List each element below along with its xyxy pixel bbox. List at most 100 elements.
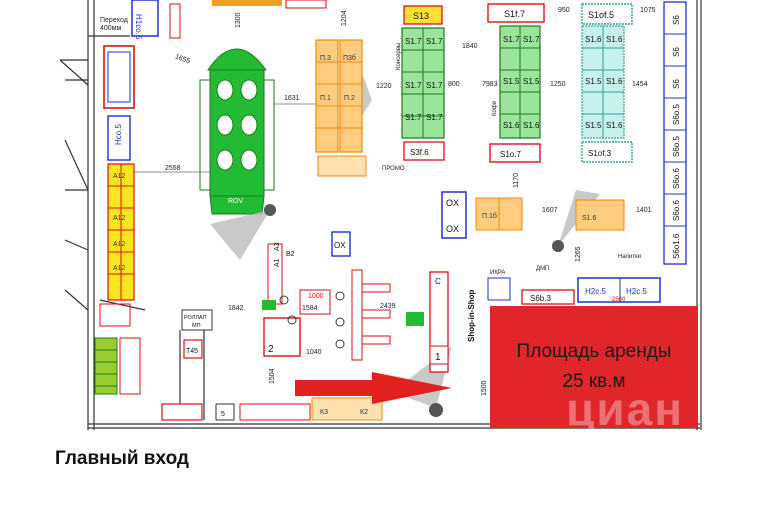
walls: [59, 0, 702, 430]
k3k2-strip: [311, 397, 383, 421]
rov-label: ROV: [228, 198, 244, 205]
s1f7-label: S1f.7: [504, 9, 525, 19]
a12-label-1: A12: [113, 173, 126, 180]
dim-1631: 1631: [284, 95, 300, 102]
top-strip-2: [285, 0, 327, 9]
s17-block: S13 S1.7 S1.7 S1.7 S1.7 S1.7 S1.7 S3f.6 …: [382, 5, 478, 172]
ox-label-1: OX: [446, 198, 459, 208]
s15-col3-a: S1.5: [585, 77, 602, 86]
h2c5-label-2: H2c.5: [626, 287, 647, 296]
s13-label: S13: [413, 11, 429, 21]
s17-label-b: S1.7: [426, 37, 443, 46]
p-fixtures: П.3 П3б П.1 П.2 1204 1220: [315, 10, 392, 177]
dim-1250: 1250: [550, 81, 566, 88]
s6o6-label-2: S6o.6: [672, 200, 681, 221]
green-basket-2: [262, 300, 276, 310]
s17-label-d: S1.7: [426, 81, 443, 90]
a12-label-3: A12: [113, 241, 126, 248]
s15-col3-b: S1.5: [585, 121, 602, 130]
rent-area-size: 25 кв.м: [562, 371, 626, 392]
s16-col3-a: S1.6: [585, 35, 602, 44]
counter-2-label: 2: [268, 344, 274, 355]
ox-label-2: OX: [446, 224, 459, 234]
counter-1-label: 1: [435, 352, 441, 363]
t5-label: 5: [221, 411, 225, 418]
a3-label: A3: [274, 242, 281, 251]
s17-col2-a: S1.7: [503, 35, 520, 44]
p3b-label: П3б: [343, 54, 356, 62]
left-wall-fixtures: Нco.5 A12 A12 A12 A12 2558: [94, 45, 210, 395]
top-left-area: Переход 400мм H1co.5: [100, 0, 327, 40]
rollap-box: [181, 309, 213, 331]
dim-800: 800: [448, 81, 460, 88]
dim-1300: 1300: [235, 12, 242, 28]
kofe-label: Кофе: [492, 100, 498, 116]
small-red-box: [99, 303, 131, 327]
dim-1840: 1840: [462, 43, 478, 50]
dim-1504: 1504: [269, 368, 276, 384]
a12-label-4: A12: [113, 265, 126, 272]
dim-1607: 1607: [542, 207, 558, 214]
p2-label: П.2: [344, 95, 355, 102]
s1of5-block: S1of.5 1075 S1.6 S1.6 S1.5 S1.6 S1.5 S1.…: [550, 3, 656, 163]
camera-icon: [429, 403, 443, 417]
dim-1584: 1584: [302, 305, 318, 312]
s6-label-2: S6: [672, 47, 681, 57]
p3-label: П.3: [320, 55, 331, 62]
s16-col3-b: S1.6: [606, 35, 623, 44]
p1-label: П.1: [320, 95, 331, 102]
c-label: C: [435, 277, 441, 286]
dim-1170: 1170: [513, 173, 520, 188]
entrance-arrow: [295, 372, 452, 404]
s6b3-box: [521, 289, 575, 305]
camera-icon: [264, 204, 276, 216]
p1b-label: П.1б: [482, 212, 497, 220]
s15-label-a: S1.5: [503, 77, 520, 86]
s1o7-label: S1o.7: [500, 150, 521, 159]
entry-fixture-red: [169, 3, 181, 39]
t45-label: T45: [186, 348, 198, 355]
k2-label: К2: [360, 409, 368, 416]
s1f7-block: S1f.7 950 S1.7 S1.7 S1.5 S1.5 S1.6 S1.6 …: [396, 3, 570, 163]
a1-label: A1: [274, 258, 281, 267]
dim-1204: 1204: [341, 10, 348, 26]
p1-fixture: [315, 39, 339, 153]
s6o5-label-2: S6o.5: [672, 136, 681, 157]
konsevry-label: Консервы: [396, 43, 402, 70]
mp-label: МП: [192, 323, 201, 329]
checkout-area: OX A1 A3 B2 2 1000 1842 1584 2439 1040 1…: [161, 231, 488, 421]
s15-label-b: S1.5: [523, 77, 540, 86]
dim-1075: 1075: [640, 7, 656, 14]
s17-label-f: S1.7: [426, 113, 443, 122]
counter-2: [263, 317, 301, 357]
main-entrance-label: Главный вход: [55, 448, 189, 469]
dim-1220: 1220: [376, 83, 392, 90]
s1of5-label: S1of.5: [588, 10, 614, 20]
t45-box: [183, 339, 203, 359]
camera-icon: [552, 240, 564, 252]
s6o6-label-1: S6o.6: [672, 168, 681, 189]
s1o7-box: [489, 143, 541, 163]
perehod-width: 400мм: [100, 25, 121, 32]
orange-top-strip: [212, 0, 282, 6]
s6-right-column: S6 S6 S6 S6o.5 S6o.5 S6o.6 S6o.6 S6o1.6 …: [618, 1, 687, 265]
s13-box: [403, 5, 443, 25]
left-fixture-top: [103, 45, 135, 109]
s16-col3-c: S1.6: [606, 77, 623, 86]
rov-fixture: ROV 1300 1655 1631: [174, 12, 316, 215]
dim-2500: 2500: [612, 297, 626, 303]
s16-label-b: S1.6: [523, 121, 540, 130]
dmp-label: ДМП: [536, 266, 549, 272]
ox-label-3: OX: [334, 241, 346, 250]
h1co5-fixture: [131, 0, 159, 37]
s17-label-e: S1.7: [405, 113, 422, 122]
a12-label-2: A12: [113, 215, 126, 222]
s1of3-box: [581, 141, 633, 163]
hco5-fixture: [107, 115, 131, 161]
dim-1842: 1842: [228, 305, 244, 312]
hco5-label: Нco.5: [114, 124, 123, 145]
dim-1454: 1454: [632, 81, 648, 88]
h2c5-label-1: H2c.5: [585, 287, 606, 296]
dim-1655: 1655: [174, 53, 191, 65]
